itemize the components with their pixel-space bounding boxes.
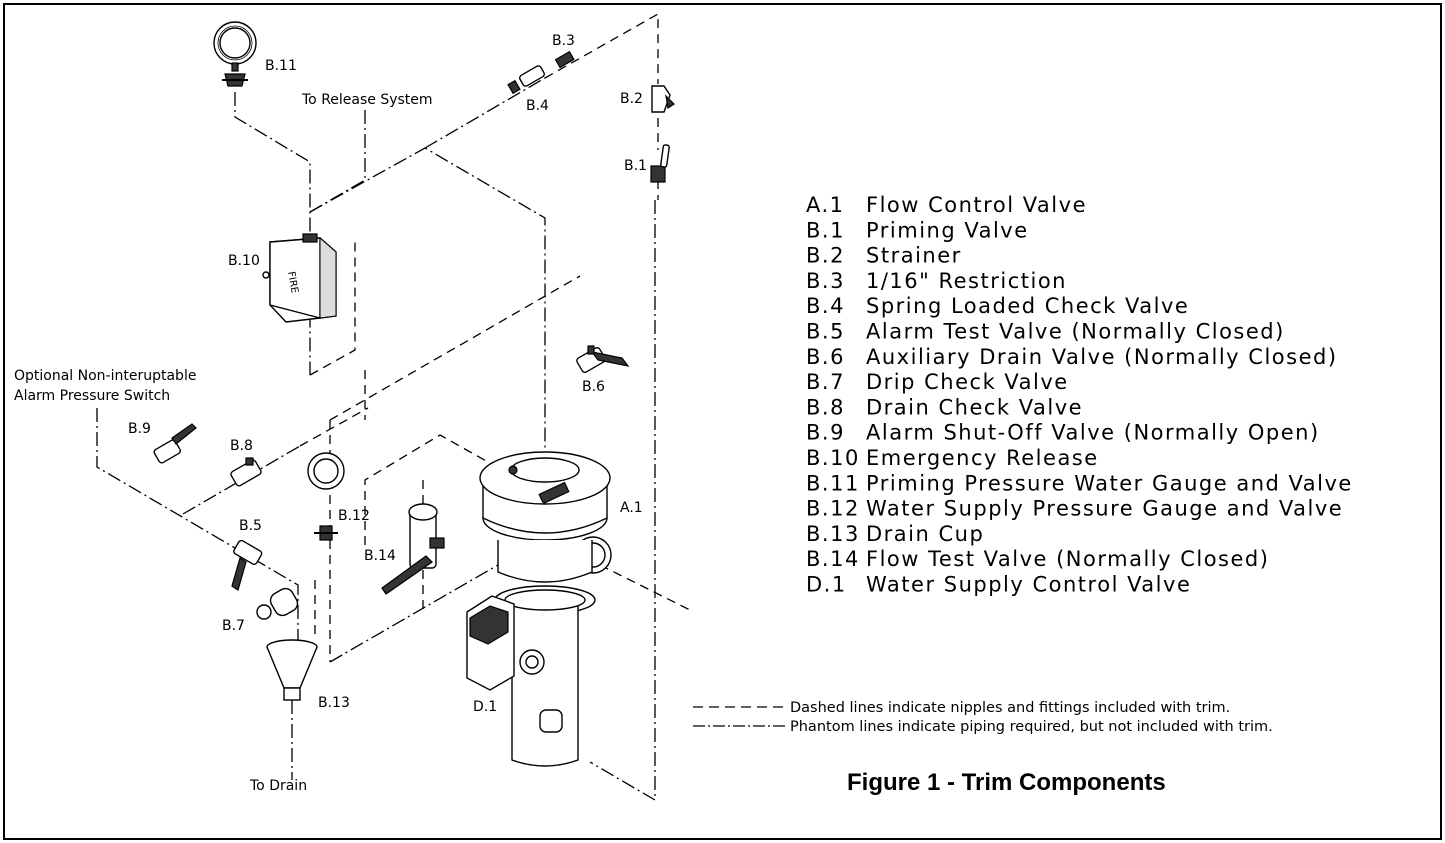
flow-control-valve — [479, 451, 612, 767]
legend-description: Drain Cup — [866, 522, 984, 546]
callout-b13: B.13 — [318, 695, 350, 711]
figure-frame — [3, 3, 1442, 840]
legend-description: Drain Check Valve — [866, 395, 1083, 419]
legend-code: B.10 — [806, 446, 860, 470]
drain-cup — [266, 639, 318, 701]
callout-b4: B.4 — [526, 98, 549, 114]
priming-pressure-gauge — [213, 21, 257, 87]
legend-code: D.1 — [806, 573, 847, 597]
callout-b12: B.12 — [338, 508, 370, 524]
alarm-test-valve — [231, 539, 263, 591]
legend-description: Water Supply Control Valve — [866, 573, 1191, 597]
legend-code: B.2 — [806, 244, 845, 268]
figure-title: Figure 1 - Trim Components — [847, 769, 1166, 796]
drip-check-valve — [256, 587, 299, 620]
legend-code: B.5 — [806, 320, 845, 344]
legend-code: B.14 — [806, 547, 860, 571]
water-supply-control-valve — [466, 595, 563, 733]
optional-switch-line1: Optional Non-interuptable — [14, 368, 196, 384]
priming-valve — [650, 144, 670, 183]
legend-description: Priming Valve — [866, 218, 1029, 242]
legend-description: Water Supply Pressure Gauge and Valve — [866, 497, 1343, 521]
flow-test-valve — [381, 503, 445, 595]
legend-description: Flow Control Valve — [866, 193, 1087, 217]
legend-description: Flow Test Valve (Normally Closed) — [866, 547, 1269, 571]
legend-code: B.12 — [806, 497, 860, 521]
legend-code: B.13 — [806, 522, 860, 546]
legend-code: B.9 — [806, 421, 845, 445]
line-type-notes: Dashed lines indicate nipples and fittin… — [693, 700, 1273, 735]
legend-description: Alarm Test Valve (Normally Closed) — [866, 320, 1285, 344]
callout-b11: B.11 — [265, 58, 297, 74]
legend-code: B.6 — [806, 345, 845, 369]
auxiliary-drain-valve — [576, 345, 630, 374]
callout-d1: D.1 — [473, 699, 497, 715]
legend-description: Drip Check Valve — [866, 370, 1069, 394]
legend-code: B.4 — [806, 294, 845, 318]
legend-code: B.3 — [806, 269, 845, 293]
legend-description: Auxiliary Drain Valve (Normally Closed) — [866, 345, 1338, 369]
legend-code: B.7 — [806, 370, 845, 394]
fire-label: FIRE — [285, 271, 300, 295]
optional-switch-line2: Alarm Pressure Switch — [14, 388, 170, 404]
callout-b7: B.7 — [222, 618, 245, 634]
water-supply-gauge — [307, 452, 345, 541]
legend-code: B.8 — [806, 395, 845, 419]
strainer — [651, 85, 675, 113]
legend-description: Priming Pressure Water Gauge and Valve — [866, 471, 1353, 495]
phantom-line-note: Phantom lines indicate piping required, … — [790, 719, 1273, 735]
restriction-and-check-valve — [507, 50, 575, 95]
legend-code: A.1 — [806, 193, 845, 217]
callout-b14: B.14 — [364, 548, 396, 564]
callout-labels: B.11 B.3 B.4 B.2 B.1 To Release System B… — [14, 33, 647, 794]
emergency-release-box: FIRE — [262, 233, 337, 323]
alarm-shutoff-valve — [153, 423, 197, 464]
callout-b2: B.2 — [620, 91, 643, 107]
callout-b1: B.1 — [624, 158, 647, 174]
callout-b9: B.9 — [128, 421, 151, 437]
legend-description: Alarm Shut-Off Valve (Normally Open) — [866, 421, 1320, 445]
to-release-system: To Release System — [301, 92, 433, 108]
callout-b10: B.10 — [228, 253, 260, 269]
callout-b6: B.6 — [582, 379, 605, 395]
to-drain: To Drain — [249, 778, 307, 794]
legend-description: 1/16" Restriction — [866, 269, 1067, 293]
legend-description: Emergency Release — [866, 446, 1099, 470]
legend-description: Strainer — [866, 244, 962, 268]
legend-code: B.1 — [806, 218, 845, 242]
callout-b8: B.8 — [230, 438, 253, 454]
legend-code: B.11 — [806, 471, 860, 495]
callout-a1: A.1 — [620, 500, 643, 516]
callout-b5: B.5 — [239, 518, 262, 534]
legend-description: Spring Loaded Check Valve — [866, 294, 1189, 318]
drain-check-valve — [230, 457, 262, 487]
callout-b3: B.3 — [552, 33, 575, 49]
dashed-line-note: Dashed lines indicate nipples and fittin… — [790, 700, 1230, 716]
